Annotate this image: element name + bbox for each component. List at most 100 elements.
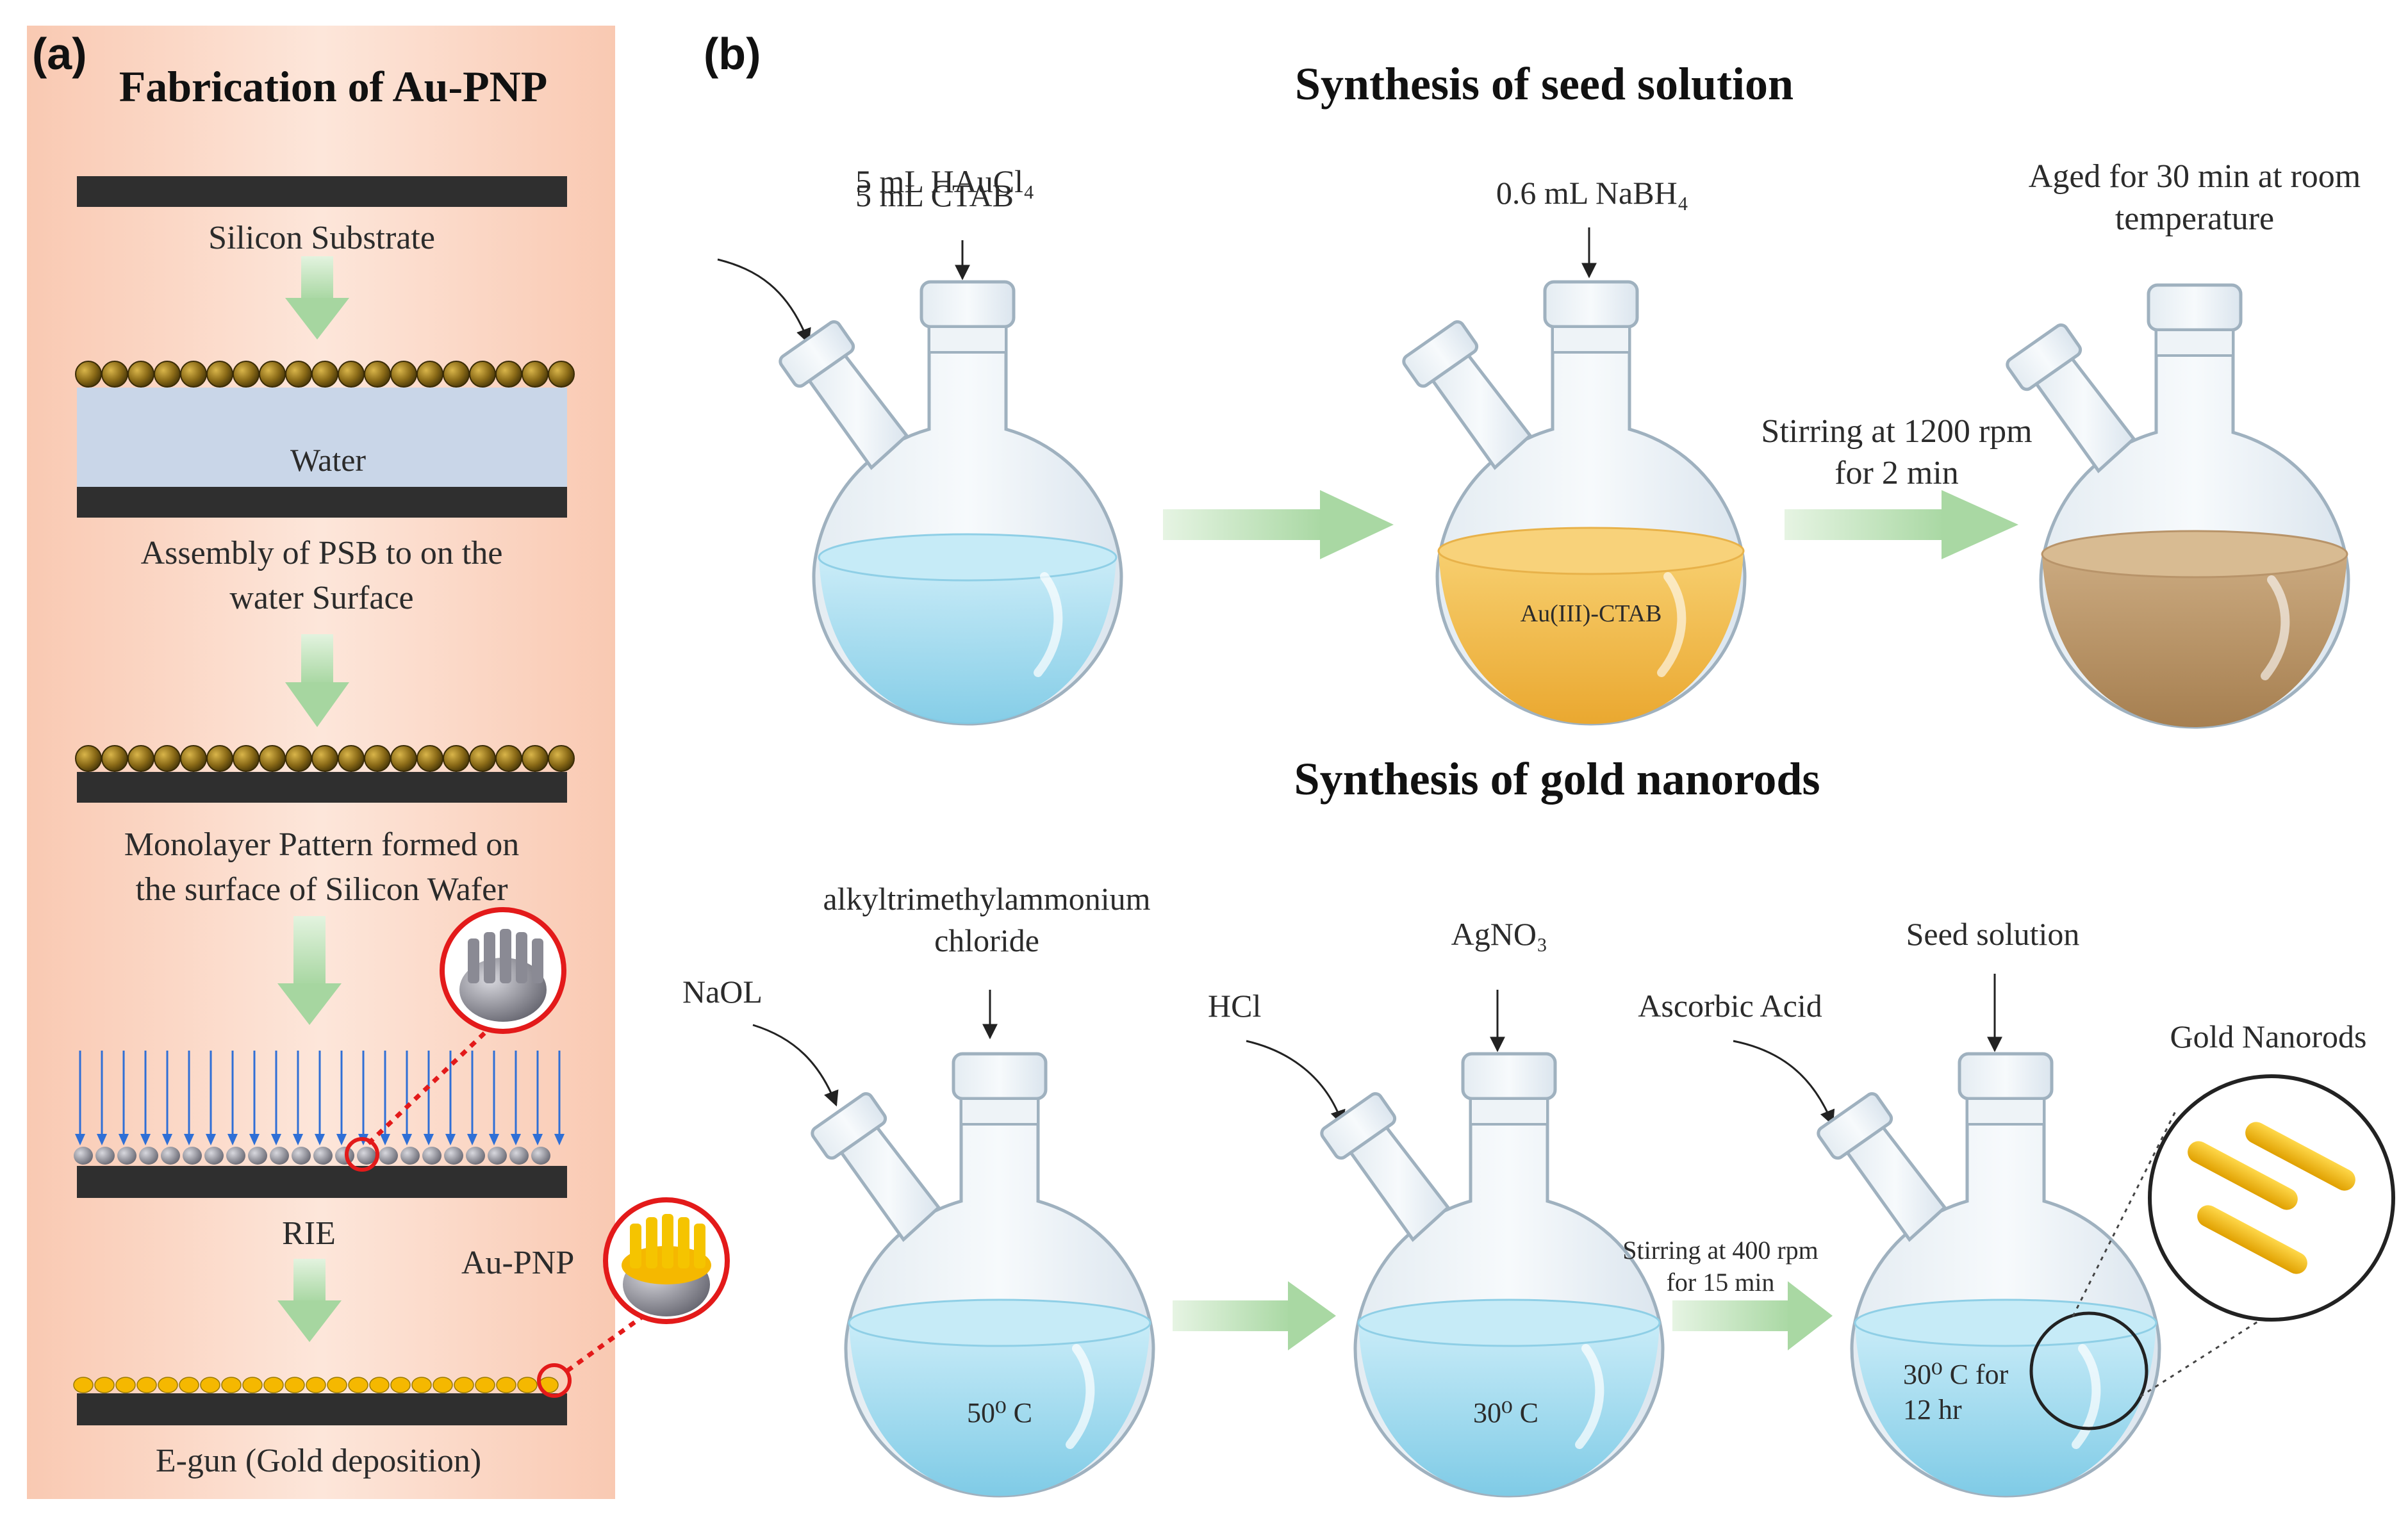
- etched-particle: [313, 1147, 333, 1165]
- particle-sphere: [495, 745, 522, 772]
- gold-coated-particle: [200, 1377, 220, 1393]
- particle-sphere: [233, 745, 260, 772]
- seed-flask-2: [1401, 282, 1745, 724]
- panel-b-label: (b): [704, 29, 761, 79]
- ion-beam-head: [140, 1134, 151, 1145]
- particle-sphere: [101, 361, 128, 388]
- particle-sphere: [495, 361, 522, 388]
- seed-process-arrow-1: [1163, 490, 1394, 559]
- egun-label: E-gun (Gold deposition): [156, 1443, 481, 1479]
- substrate-bar-5: [77, 1393, 567, 1425]
- nanorods-alkyl-line1: alkyltrimethylammonium: [823, 881, 1150, 917]
- particle-sphere: [285, 745, 312, 772]
- gold-coated-particle: [306, 1377, 326, 1393]
- seed-aged-line1: Aged for 30 min at room: [2029, 158, 2361, 195]
- particle-sphere: [416, 745, 443, 772]
- gold-coated-particle: [242, 1377, 263, 1393]
- particle-sphere: [154, 745, 181, 772]
- nanorods-agno3-label: AgNO₃: [1451, 916, 1548, 952]
- particle-sphere: [338, 745, 365, 772]
- gold-nanorods-label: Gold Nanorods: [2170, 1019, 2367, 1054]
- panel-a-title: Fabrication of Au-PNP: [119, 62, 548, 111]
- seed-stir-line2: for 2 min: [1835, 455, 1959, 491]
- ion-beam-head: [511, 1134, 521, 1145]
- particle-sphere: [522, 361, 548, 388]
- seed-flask-1: [778, 282, 1121, 724]
- down-arrow-4: [277, 1259, 342, 1342]
- particle-sphere: [443, 745, 470, 772]
- ion-beam-head: [249, 1134, 260, 1145]
- gold-coated-particle: [369, 1377, 390, 1393]
- etched-particle: [335, 1147, 354, 1165]
- nanorods-flask-3: [1816, 1054, 2159, 1496]
- ion-beam-head: [554, 1134, 565, 1145]
- gold-coated-particle: [136, 1377, 157, 1393]
- sphere-row-monolayer: [75, 745, 575, 772]
- gold-coated-particle: [433, 1377, 453, 1393]
- gold-coated-particle: [158, 1377, 178, 1393]
- particle-sphere: [311, 361, 338, 388]
- nanorods-process-arrow-2: [1672, 1281, 1833, 1350]
- ion-beam-head: [336, 1134, 347, 1145]
- nanorods-flask-3-line1: 30⁰ C for: [1903, 1359, 2009, 1390]
- ion-beam-head: [532, 1134, 543, 1145]
- seed-aged-line2: temperature: [2115, 201, 2274, 237]
- gold-coated-particle: [348, 1377, 368, 1393]
- gold-coated-particle: [390, 1377, 411, 1393]
- etched-particle: [74, 1147, 93, 1165]
- ion-beam-head: [119, 1134, 129, 1145]
- substrate-bar-4: [77, 1166, 567, 1198]
- rie-zoom-inset: [440, 907, 566, 1034]
- particle-sphere: [75, 745, 102, 772]
- etched-particle: [117, 1147, 136, 1165]
- rie-label: RIE: [282, 1215, 336, 1252]
- nanorods-hcl-label: HCl: [1208, 988, 1261, 1024]
- particle-sphere: [128, 361, 154, 388]
- rie-ion-beam-arrows: [75, 1051, 565, 1145]
- particle-sphere: [548, 745, 575, 772]
- particle-sphere: [364, 361, 391, 388]
- particle-sphere: [548, 361, 575, 388]
- particle-sphere: [259, 745, 286, 772]
- gold-coated-particle: [285, 1377, 305, 1393]
- ion-beam-head: [184, 1134, 194, 1145]
- down-arrow-3: [277, 916, 342, 1025]
- particle-sphere: [206, 361, 233, 388]
- seed-ctab-arrow: [717, 258, 811, 345]
- etched-particle: [292, 1147, 311, 1165]
- nanorods-stir-line2: for 15 min: [1667, 1268, 1775, 1297]
- particle-sphere: [233, 361, 260, 388]
- ion-beam-head: [97, 1134, 107, 1145]
- etched-particle: [444, 1147, 463, 1165]
- panel-b: (b) Synthesis of seed solution 5 mL CTAB…: [682, 29, 2395, 1496]
- au-pnp-label: Au-PNP: [461, 1245, 574, 1281]
- ion-beam-head: [293, 1134, 303, 1145]
- particle-sphere: [101, 745, 128, 772]
- ion-beam-head: [445, 1134, 456, 1145]
- particle-sphere: [390, 361, 417, 388]
- particle-sphere: [128, 745, 154, 772]
- nanorods-naol-arrow: [752, 1024, 839, 1107]
- nanorods-zoom-line-top: [2072, 1111, 2177, 1317]
- rie-zoom-line: [367, 1017, 502, 1145]
- etched-particle: [488, 1147, 507, 1165]
- gold-coated-particle: [73, 1377, 94, 1393]
- particle-sphere: [75, 361, 102, 388]
- panel-a: (a) Fabrication of Au-PNP Silicon Substr…: [27, 26, 730, 1499]
- gold-nanorods-inset: [2148, 1074, 2395, 1322]
- au-pnp-zoom-line: [565, 1311, 649, 1373]
- monolayer-label-line2: the surface of Silicon Wafer: [135, 871, 507, 908]
- particle-sphere: [416, 361, 443, 388]
- ion-beam-head: [315, 1134, 325, 1145]
- nanorods-flask-2-temp: 30⁰ C: [1473, 1397, 1538, 1429]
- ion-beam-head: [402, 1134, 412, 1145]
- ion-beam-head: [467, 1134, 477, 1145]
- seed-stir-line1: Stirring at 1200 rpm: [1761, 413, 2032, 450]
- nanorods-ascorbic-arrow: [1733, 1040, 1835, 1126]
- etched-particle: [509, 1147, 529, 1165]
- nanorods-hcl-arrow: [1246, 1040, 1346, 1126]
- down-arrow-1: [285, 256, 349, 340]
- gold-coated-particle: [179, 1377, 199, 1393]
- substrate-bar-2: [77, 487, 567, 518]
